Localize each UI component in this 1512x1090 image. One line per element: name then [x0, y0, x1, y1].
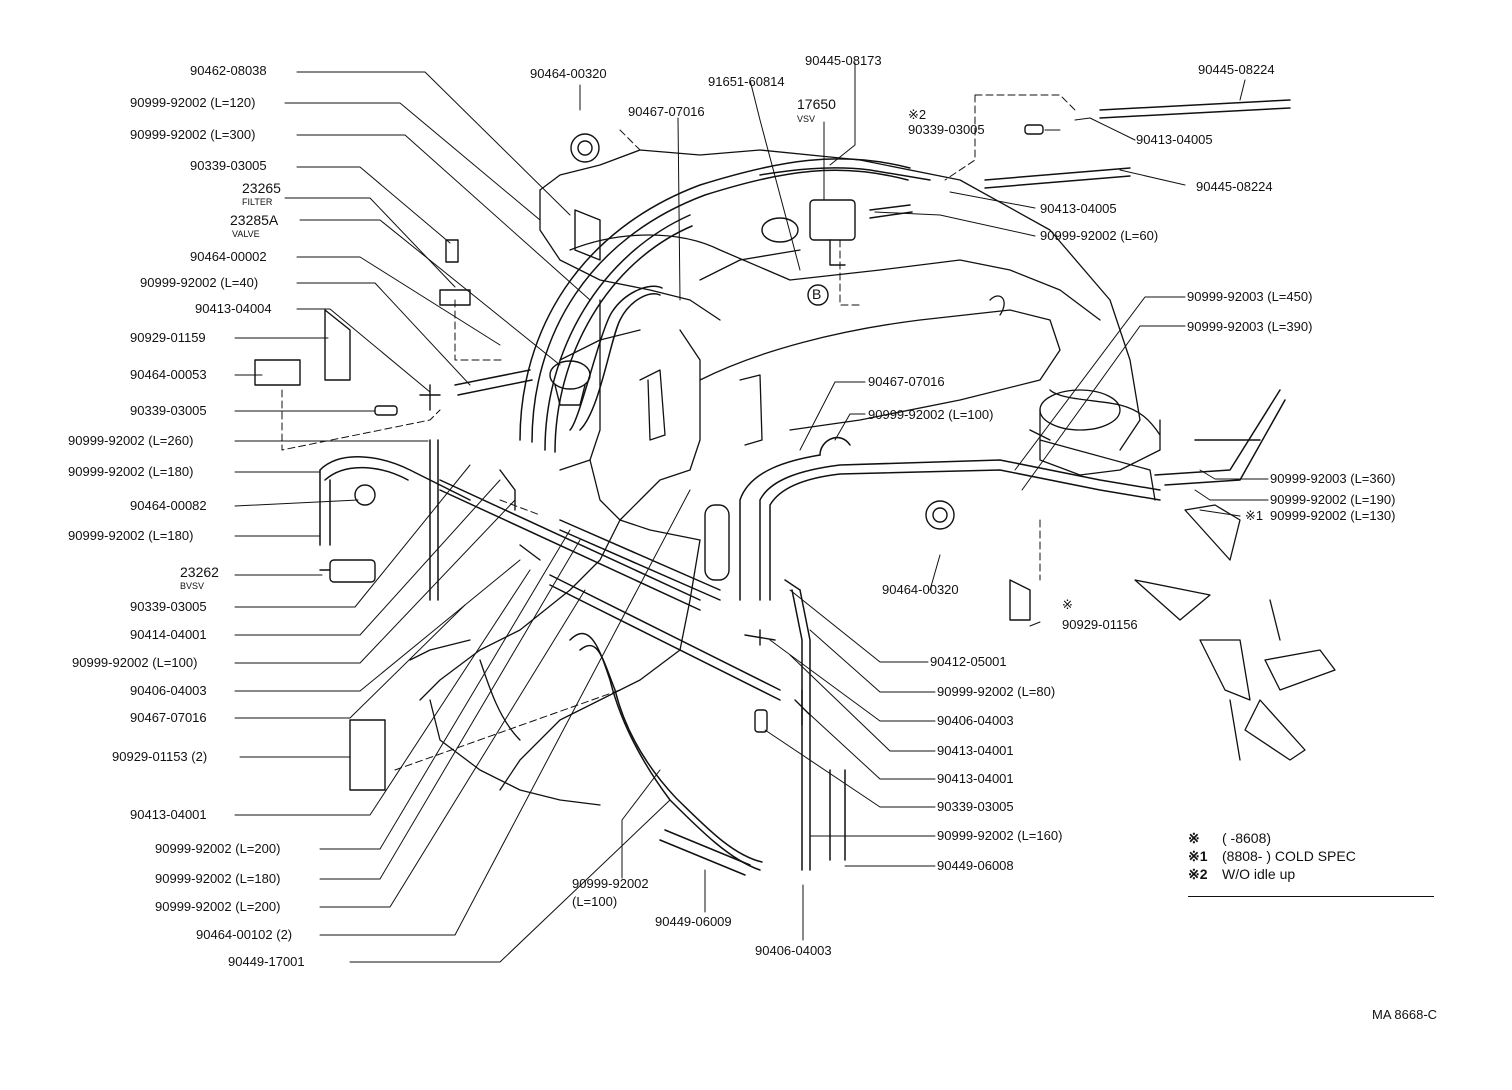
legend-row: ※2 W/O idle up	[1188, 866, 1438, 882]
part-label: 90413-04001	[937, 743, 1014, 758]
legend-row: ※ ( -8608)	[1188, 830, 1438, 846]
part-label: 90464-00320	[530, 66, 607, 81]
part-label: 90406-04003	[937, 713, 1014, 728]
part-label: (L=100)	[572, 894, 618, 909]
part-label: 90467-07016	[628, 104, 705, 119]
drawing-code: MA 8668-C	[1372, 1007, 1438, 1022]
part-label: 90412-05001	[930, 654, 1007, 669]
part-label: 90464-00002	[190, 249, 267, 264]
part-label: 90464-00082	[130, 498, 207, 513]
part-label: 90464-00053	[130, 367, 207, 382]
part-label: 90339-03005	[130, 403, 207, 418]
part-label: 90999-92002 (L=40)	[140, 275, 259, 290]
part-label: 90999-92002 (L=200)	[155, 899, 281, 914]
part-label: 90467-07016	[868, 374, 945, 389]
part-label: 90929-01156	[1062, 617, 1138, 632]
part-label: 90999-92002 (L=190)	[1270, 492, 1396, 507]
part-label: 90999-92002 (L=160)	[937, 828, 1063, 843]
reservoir	[1039, 389, 1161, 476]
part-label: 90449-06008	[937, 858, 1014, 873]
part-label: 90413-04005	[1136, 132, 1213, 147]
part-label: 90999-92002 (L=260)	[68, 433, 194, 448]
part-label: 90414-04001	[130, 627, 207, 642]
part-label: 90413-04001	[130, 807, 207, 822]
legend-text: ( -8608)	[1222, 830, 1272, 846]
part-label: 90413-04004	[195, 301, 272, 316]
part-label: 90929-01159	[130, 330, 206, 345]
note-mark: ※2	[908, 107, 927, 122]
part-label: 90464-00320	[882, 582, 959, 597]
legend-text: W/O idle up	[1222, 866, 1296, 882]
part-label: 23262	[180, 564, 219, 580]
part-label: 90999-92002 (L=130)	[1270, 508, 1396, 523]
part-sublabel: VALVE	[232, 229, 260, 239]
part-label: 91651-60814	[708, 74, 785, 89]
legend-mark: ※	[1188, 830, 1200, 846]
part-label: 90449-17001	[228, 954, 305, 969]
part-label: 90999-92002 (L=100)	[868, 407, 994, 422]
fan	[1134, 504, 1336, 761]
part-label: 90999-92002 (L=60)	[1040, 228, 1159, 243]
note-mark: ※1	[1245, 508, 1264, 523]
part-label: 90999-92002	[572, 876, 649, 891]
part-label: 90406-04003	[130, 683, 207, 698]
leader-lines	[234, 62, 1269, 963]
part-label: 90339-03005	[130, 599, 207, 614]
part-label: 90445-08224	[1196, 179, 1273, 194]
part-label: 90467-07016	[130, 710, 207, 725]
part-label: 90339-03005	[190, 158, 267, 173]
legend-row: ※1 (8808- ) COLD SPEC	[1188, 848, 1438, 864]
part-label: 90999-92002 (L=180)	[68, 464, 194, 479]
part-label: 90406-04003	[755, 943, 832, 958]
note-mark: ※	[1062, 597, 1073, 612]
part-label: 90999-92003 (L=390)	[1187, 319, 1313, 334]
part-sublabel: BVSV	[180, 581, 205, 591]
part-label: 90999-92002 (L=120)	[130, 95, 256, 110]
part-label: 90999-92002 (L=180)	[155, 871, 281, 886]
part-sublabel: FILTER	[242, 197, 273, 207]
legend-text: (8808- ) COLD SPEC	[1222, 848, 1356, 864]
part-label: 90999-92002 (L=180)	[68, 528, 194, 543]
part-sublabel: VSV	[797, 114, 816, 124]
legend-mark: ※2	[1188, 866, 1208, 882]
part-label: 90999-92003 (L=360)	[1270, 471, 1396, 486]
part-label: 90999-92002 (L=100)	[72, 655, 198, 670]
footnote-legend: ※ ( -8608) ※1 (8808- ) COLD SPEC ※2 W/O …	[1188, 830, 1438, 897]
legend-rule	[1188, 896, 1434, 897]
hoses	[319, 99, 1291, 876]
part-label: 90999-92003 (L=450)	[1187, 289, 1313, 304]
part-label: 90339-03005	[908, 122, 985, 137]
legend-mark: ※1	[1188, 848, 1208, 864]
engine-outline	[409, 149, 1161, 806]
part-label: 90999-92002 (L=300)	[130, 127, 256, 142]
part-label: 90462-08038	[190, 63, 267, 78]
part-label: 17650	[797, 96, 836, 112]
part-label: 90999-92002 (L=80)	[937, 684, 1056, 699]
part-label: 90449-06009	[655, 914, 732, 929]
components	[254, 124, 1051, 791]
part-label: 90929-01153 (2)	[112, 749, 208, 764]
part-label: 90339-03005	[937, 799, 1014, 814]
reference-marker: B	[812, 286, 822, 302]
part-label: 90413-04001	[937, 771, 1014, 786]
part-label: 90413-04005	[1040, 201, 1117, 216]
part-label: 90445-08224	[1198, 62, 1275, 77]
part-label: 23285A	[230, 212, 279, 228]
part-label: 23265	[242, 180, 281, 196]
part-label: 90464-00102 (2)	[196, 927, 293, 942]
dashed-lines	[281, 94, 1076, 771]
part-label: 90999-92002 (L=200)	[155, 841, 281, 856]
part-label: 90445-08173	[805, 53, 882, 68]
